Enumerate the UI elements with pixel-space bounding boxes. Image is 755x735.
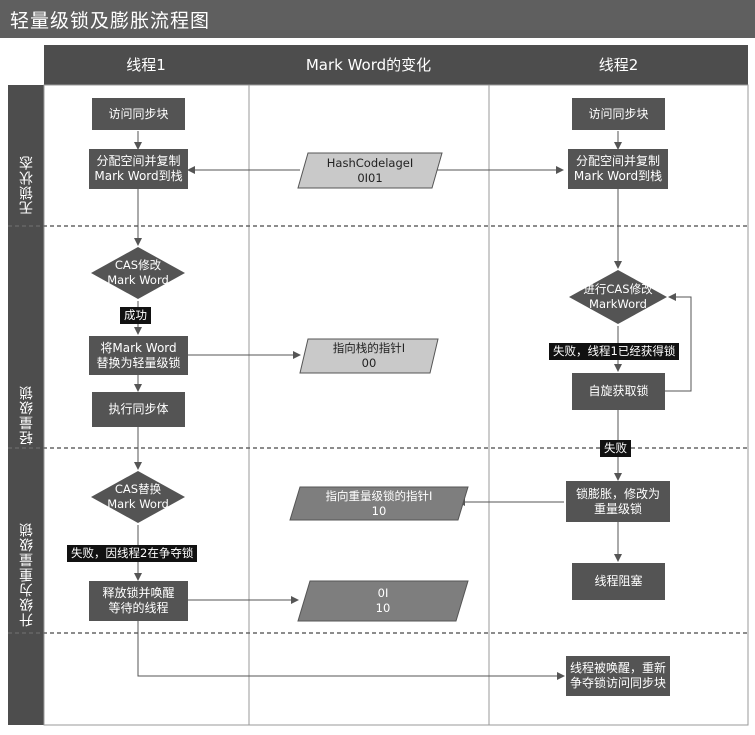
mw-stack-ptr-line2: 00 — [361, 356, 377, 370]
title-bar: 轻量级锁及膨胀流程图 — [0, 0, 755, 38]
t2-cas-modify-line1: 进行CAS修改 — [583, 282, 653, 296]
diamond-t1-cas-modify — [91, 247, 185, 299]
t2-block-label: 线程阻塞 — [594, 574, 643, 588]
mw-stack-ptr-text: 指向栈的指针I 00 — [304, 339, 434, 373]
mw-hash-text: HashCodelageI 0I01 — [305, 153, 435, 188]
t2-fail-tag: 失败 — [600, 440, 631, 457]
stage-sidebar — [8, 85, 44, 725]
t1-cas-modify-line2: Mark Word — [107, 273, 169, 287]
t1-alloc-copy-line2: Mark Word到栈 — [94, 169, 183, 183]
mw-heavy-ptr-line1: 指向重量级锁的指针I — [325, 488, 433, 503]
t1-cas-modify-text: CAS修改 Mark Word — [91, 258, 185, 288]
arrow-t1-to-t2-wake — [137, 620, 565, 680]
column-header-thread2: 线程2 — [598, 56, 639, 74]
diagram-frame — [43, 84, 749, 726]
t2-spin-label: 自旋获取锁 — [588, 384, 649, 398]
t2-access-sync-box: 访问同步块 — [572, 98, 665, 130]
mw-stack-ptr-line1: 指向栈的指针I — [332, 341, 406, 355]
t2-alloc-copy-line1: 分配空间并复制 — [575, 154, 660, 168]
t2-access-sync-label: 访问同步块 — [588, 106, 649, 121]
t2-inflate-line1: 锁膨胀，修改为 — [575, 486, 660, 501]
t1-cas-replace-text: CAS替换 Mark Word — [91, 482, 185, 512]
parallelogram-heavy-ptr — [289, 486, 469, 521]
mw-heavy-ptr-text: 指向重量级锁的指针I 10 — [295, 487, 463, 520]
t1-replace-line1: 将Mark Word — [100, 340, 177, 355]
mw-empty-text: 0I 10 — [304, 581, 462, 621]
t1-cas-replace-line1: CAS替换 — [114, 482, 162, 496]
t1-access-sync-label: 访问同步块 — [108, 106, 169, 121]
arrow-t2-spin-loop — [664, 293, 692, 392]
t2-alloc-copy-line2: Mark Word到栈 — [573, 169, 663, 183]
t1-replace-line2: 替换为轻量级锁 — [96, 355, 181, 370]
t1-alloc-copy-line1: 分配空间并复制 — [96, 154, 181, 168]
mw-hash-line2: 0I01 — [357, 170, 383, 185]
mw-empty-line1: 0I — [377, 586, 389, 600]
t2-fail-acquired-tag: 失败，线程1已经获得锁 — [549, 343, 680, 360]
parallelogram-empty — [297, 580, 469, 622]
t1-replace-box: 将Mark Word 替换为轻量级锁 — [89, 336, 188, 375]
t1-release-box: 释放锁并唤醒 等待的线程 — [89, 581, 188, 621]
column-header-thread1: 线程1 — [126, 56, 166, 74]
column-header-row: 线程1 Mark Word的变化 线程2 — [44, 45, 748, 85]
column-header-markword: Mark Word的变化 — [305, 56, 432, 74]
mw-heavy-ptr-line2: 10 — [371, 503, 387, 518]
t1-fail-contend-tag: 失败，因线程2在争夺锁 — [67, 545, 198, 562]
parallelogram-hash — [297, 152, 443, 189]
t2-inflate-box: 锁膨胀，修改为 重量级锁 — [566, 481, 670, 522]
parallelogram-stack-ptr — [299, 338, 439, 374]
t2-block-box: 线程阻塞 — [572, 563, 665, 600]
t1-exec-sync-box: 执行同步体 — [92, 392, 185, 427]
t2-cas-modify-line2: MarkWord — [589, 297, 647, 311]
mw-empty-line2: 10 — [375, 601, 391, 615]
t1-alloc-copy-box: 分配空间并复制 Mark Word到栈 — [89, 149, 188, 189]
mw-hash-line1: HashCodelageI — [326, 155, 414, 170]
t2-inflate-line2: 重量级锁 — [593, 501, 642, 516]
t2-woken-box: 线程被唤醒，重新 争夺锁访问同步块 — [566, 656, 670, 696]
diamond-t2-cas-modify — [569, 270, 667, 324]
t1-cas-modify-line1: CAS修改 — [114, 258, 162, 272]
t1-access-sync-box: 访问同步块 — [92, 98, 185, 130]
t2-woken-line1: 线程被唤醒，重新 — [569, 661, 666, 675]
t2-woken-line2: 争夺锁访问同步块 — [569, 676, 666, 690]
t1-release-line1: 释放锁并唤醒 — [102, 586, 175, 600]
t2-cas-modify-text: 进行CAS修改 MarkWord — [569, 282, 667, 312]
diagram-title: 轻量级锁及膨胀流程图 — [10, 10, 211, 32]
diamond-t1-cas-replace — [91, 471, 185, 523]
t1-cas-replace-line2: Mark Word — [107, 497, 169, 511]
t1-success-tag: 成功 — [120, 307, 151, 324]
t1-release-line2: 等待的线程 — [108, 601, 169, 615]
t1-exec-sync-label: 执行同步体 — [108, 402, 169, 416]
t2-alloc-copy-box: 分配空间并复制 Mark Word到栈 — [568, 149, 668, 189]
t2-spin-box: 自旋获取锁 — [572, 373, 665, 410]
